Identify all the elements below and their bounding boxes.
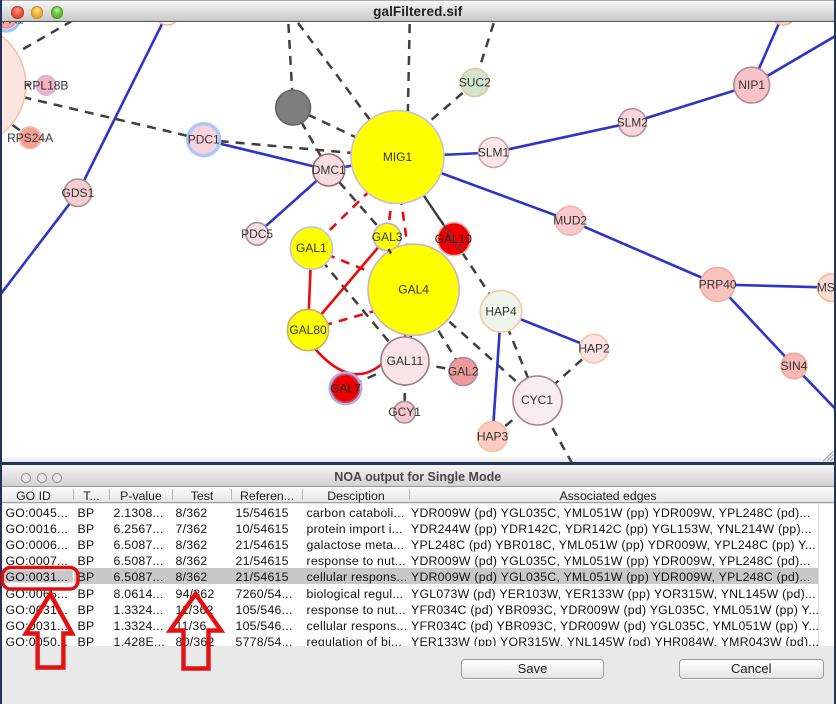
svg-text:SLM1: SLM1 <box>477 146 509 160</box>
svg-text:HAP2: HAP2 <box>578 342 610 356</box>
svg-text:GAL7: GAL7 <box>330 381 361 395</box>
svg-text:RPA1: RPA1 <box>2 22 24 27</box>
svg-text:GDS1: GDS1 <box>61 186 94 200</box>
svg-text:PRP40: PRP40 <box>698 278 736 292</box>
svg-text:MSL1: MSL1 <box>816 281 833 295</box>
svg-text:MUD2: MUD2 <box>553 214 587 228</box>
svg-text:GCY1: GCY1 <box>388 405 421 419</box>
svg-text:HAP4: HAP4 <box>485 304 517 318</box>
svg-text:CYC1: CYC1 <box>520 393 552 407</box>
svg-text:PDC5: PDC5 <box>241 227 273 241</box>
svg-text:GAL3: GAL3 <box>371 230 402 244</box>
svg-text:DMC1: DMC1 <box>311 163 345 177</box>
svg-text:GAL10: GAL10 <box>434 232 472 246</box>
svg-text:GAL1: GAL1 <box>296 241 327 255</box>
svg-text:NIP1: NIP1 <box>738 78 765 92</box>
svg-text:HAP3: HAP3 <box>476 430 508 444</box>
svg-text:GAL2: GAL2 <box>447 365 478 379</box>
svg-text:MIG1: MIG1 <box>382 150 412 164</box>
svg-text:GAL80: GAL80 <box>289 323 327 337</box>
svg-text:SIN4: SIN4 <box>780 359 807 373</box>
svg-text:RPS24A: RPS24A <box>7 131 53 145</box>
svg-text:RPL18B: RPL18B <box>23 78 68 92</box>
svg-text:SLM2: SLM2 <box>616 116 648 130</box>
svg-text:GAL4: GAL4 <box>398 283 429 297</box>
svg-text:GAL11: GAL11 <box>386 354 423 368</box>
svg-text:PDC1: PDC1 <box>187 133 219 147</box>
svg-text:SUC2: SUC2 <box>458 76 490 90</box>
